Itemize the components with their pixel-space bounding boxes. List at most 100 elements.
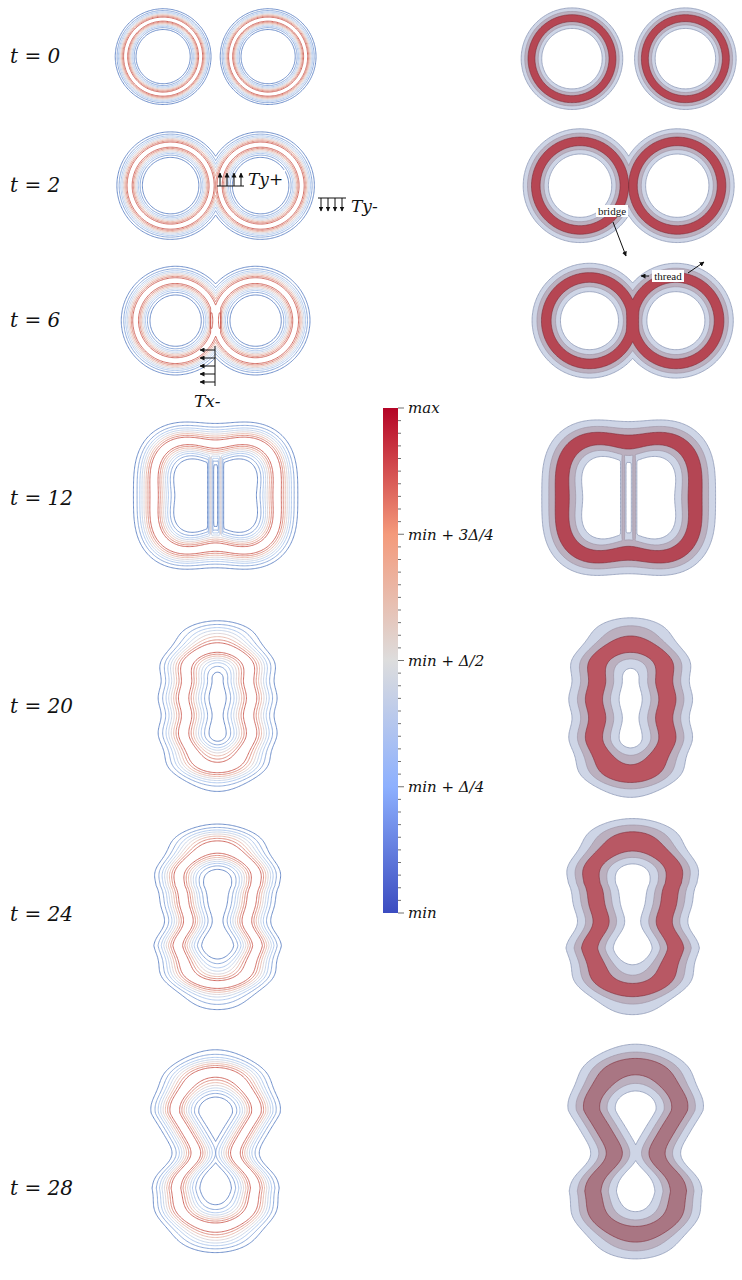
colorbar-tick bbox=[398, 862, 401, 863]
colorbar-tick bbox=[398, 774, 401, 775]
contour-line bbox=[130, 275, 301, 366]
colorbar-tick bbox=[398, 445, 401, 446]
colorbar-label: max bbox=[408, 400, 440, 417]
surface-panel bbox=[568, 1044, 704, 1259]
colorbar-label: min + 3Δ/4 bbox=[408, 527, 494, 544]
contour-panel bbox=[115, 9, 316, 105]
leader-line bbox=[688, 262, 704, 273]
colorbar-tick bbox=[398, 824, 401, 825]
colorbar-tick bbox=[398, 875, 401, 876]
contour-line bbox=[115, 9, 316, 105]
colorbar-tick bbox=[398, 812, 401, 813]
contour-line bbox=[163, 624, 273, 786]
contour-panel bbox=[151, 1050, 281, 1253]
colorbar-tick bbox=[398, 483, 401, 484]
contour-panel bbox=[121, 266, 310, 375]
colorbar-tick bbox=[398, 711, 401, 712]
contour-line bbox=[158, 827, 277, 1004]
contour-line bbox=[123, 138, 307, 232]
colorbar-label: min + Δ/4 bbox=[408, 779, 484, 796]
colorbar-tick bbox=[398, 572, 401, 573]
vortex-surface bbox=[531, 137, 725, 234]
vortex-surface bbox=[582, 832, 684, 997]
contour-line bbox=[122, 137, 309, 234]
contour-line bbox=[166, 628, 269, 783]
time-label: t = 12 bbox=[10, 487, 73, 509]
contour-line bbox=[129, 274, 303, 368]
leader-line bbox=[641, 276, 649, 277]
force-label: Tx- bbox=[192, 392, 222, 411]
colorbar-tick bbox=[398, 673, 401, 674]
contour-line bbox=[121, 266, 310, 375]
annotations bbox=[200, 173, 704, 386]
force-arrow bbox=[200, 382, 215, 383]
time-label: t = 24 bbox=[10, 903, 73, 925]
colorbar bbox=[383, 408, 404, 913]
vortex-surface bbox=[528, 15, 729, 103]
surface-panel bbox=[523, 129, 734, 243]
time-label: t = 0 bbox=[10, 45, 60, 67]
force-arrow bbox=[200, 350, 215, 351]
contour-line bbox=[171, 633, 264, 778]
vortex-surface bbox=[532, 263, 733, 378]
surface-panel bbox=[542, 420, 716, 576]
colorbar-tick bbox=[398, 748, 401, 749]
vortex-panels bbox=[115, 8, 736, 1259]
force-arrow bbox=[220, 173, 221, 186]
colorbar-tick bbox=[398, 408, 404, 409]
contour-line bbox=[165, 1064, 265, 1238]
contour-line bbox=[120, 13, 312, 100]
contour-line bbox=[164, 832, 272, 997]
contour-line bbox=[163, 1062, 268, 1241]
vortex-surface bbox=[569, 618, 693, 798]
contour-line bbox=[142, 430, 289, 561]
force-arrow bbox=[328, 198, 329, 211]
contour-line bbox=[176, 640, 259, 775]
colorbar-tick bbox=[398, 610, 401, 611]
colorbar-gradient bbox=[383, 408, 398, 913]
colorbar-tick bbox=[398, 723, 401, 724]
time-label: t = 6 bbox=[10, 309, 60, 331]
vortex-surface bbox=[528, 133, 730, 238]
colorbar-tick bbox=[398, 622, 401, 623]
contour-line bbox=[122, 15, 310, 98]
contour-line bbox=[154, 824, 281, 1010]
force-label: Ty- bbox=[349, 197, 380, 216]
contour-line bbox=[166, 834, 269, 994]
contour-line bbox=[124, 17, 308, 96]
colorbar-tick bbox=[398, 584, 401, 585]
contour-line bbox=[178, 643, 256, 773]
colorbar-tick bbox=[398, 458, 401, 459]
vortex-surface bbox=[585, 636, 676, 783]
structure-label: thread bbox=[652, 270, 683, 282]
vortex-surface bbox=[555, 432, 702, 563]
vortex-surface bbox=[523, 129, 734, 243]
colorbar-tick bbox=[398, 799, 401, 800]
surface-panel bbox=[521, 8, 736, 110]
contour-line bbox=[171, 838, 265, 990]
contour-line bbox=[146, 434, 285, 558]
contour-panel bbox=[133, 422, 297, 569]
contour-line bbox=[121, 136, 311, 236]
vortex-surface bbox=[577, 626, 684, 789]
contour-line bbox=[117, 132, 314, 239]
contour-line bbox=[118, 12, 312, 101]
surface-panel bbox=[569, 618, 693, 798]
colorbar-label: min + Δ/2 bbox=[408, 653, 484, 670]
colorbar-tick bbox=[398, 433, 401, 434]
contour-line bbox=[140, 428, 292, 563]
colorbar-tick bbox=[398, 420, 401, 421]
contour-line bbox=[126, 141, 306, 231]
force-arrow bbox=[241, 173, 242, 186]
colorbar-tick bbox=[398, 521, 401, 522]
time-label: t = 20 bbox=[10, 695, 73, 717]
contour-line bbox=[127, 142, 304, 229]
colorbar-tick bbox=[398, 559, 401, 560]
colorbar-tick bbox=[398, 534, 404, 535]
colorbar-tick bbox=[398, 660, 404, 661]
force-arrow bbox=[227, 173, 228, 186]
colorbar-tick bbox=[398, 546, 401, 547]
vortex-surface bbox=[549, 426, 709, 569]
colorbar-tick bbox=[398, 496, 401, 497]
